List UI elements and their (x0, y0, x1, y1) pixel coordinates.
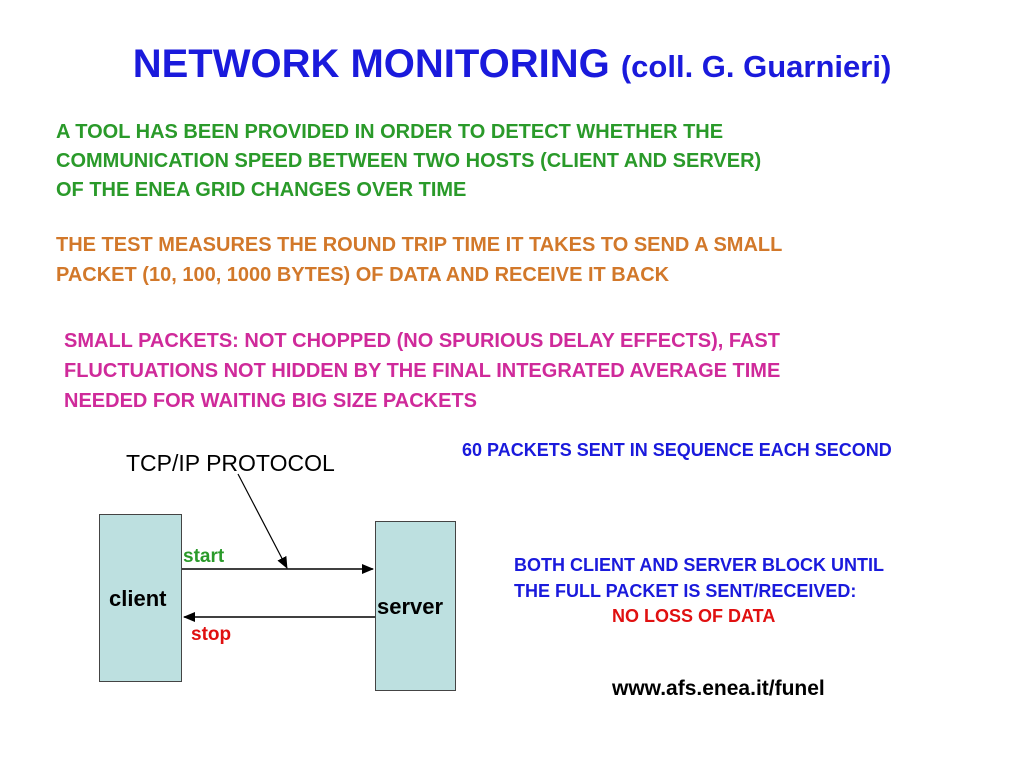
paragraph-line: SMALL PACKETS: NOT CHOPPED (NO SPURIOUS … (64, 330, 780, 352)
no-loss-note: NO LOSS OF DATA (612, 606, 776, 626)
paragraph-tool-description: A TOOL HAS BEEN PROVIDED IN ORDER TO DET… (56, 118, 761, 205)
blocking-line: BOTH CLIENT AND SERVER BLOCK UNTIL (514, 555, 885, 575)
start-label: start (183, 546, 225, 567)
packets-note: 60 PACKETS SENT IN SEQUENCE EACH SECOND (462, 440, 892, 460)
blocking-line: THE FULL PACKET IS SENT/RECEIVED: (514, 581, 857, 601)
paragraph-line: PACKET (10, 100, 1000 BYTES) OF DATA AND… (56, 264, 670, 286)
protocol-label: TCP/IP PROTOCOL (126, 450, 335, 476)
slide-title: NETWORK MONITORING (coll. G. Guarnieri) (0, 40, 1024, 88)
paragraph-line: A TOOL HAS BEEN PROVIDED IN ORDER TO DET… (56, 121, 724, 143)
blocking-note: BOTH CLIENT AND SERVER BLOCK UNTIL THE F… (514, 552, 884, 604)
server-box (375, 521, 456, 691)
paragraph-small-packets: SMALL PACKETS: NOT CHOPPED (NO SPURIOUS … (64, 326, 780, 416)
client-box (99, 514, 182, 682)
paragraph-line: NEEDED FOR WAITING BIG SIZE PACKETS (64, 390, 477, 412)
paragraph-line: FLUCTUATIONS NOT HIDDEN BY THE FINAL INT… (64, 360, 781, 382)
stop-label: stop (191, 624, 232, 645)
paragraph-line: COMMUNICATION SPEED BETWEEN TWO HOSTS (C… (56, 150, 762, 172)
client-label: client (109, 586, 167, 611)
paragraph-line: OF THE ENEA GRID CHANGES OVER TIME (56, 179, 467, 201)
title-credit: (coll. G. Guarnieri) (620, 49, 892, 84)
title-main: NETWORK MONITORING (132, 42, 610, 86)
paragraph-line: THE TEST MEASURES THE ROUND TRIP TIME IT… (56, 234, 783, 256)
protocol-pointer (237, 473, 288, 569)
server-label: server (377, 594, 444, 619)
paragraph-test-description: THE TEST MEASURES THE ROUND TRIP TIME IT… (56, 230, 782, 290)
project-url[interactable]: www.afs.enea.it/funel (612, 677, 825, 700)
